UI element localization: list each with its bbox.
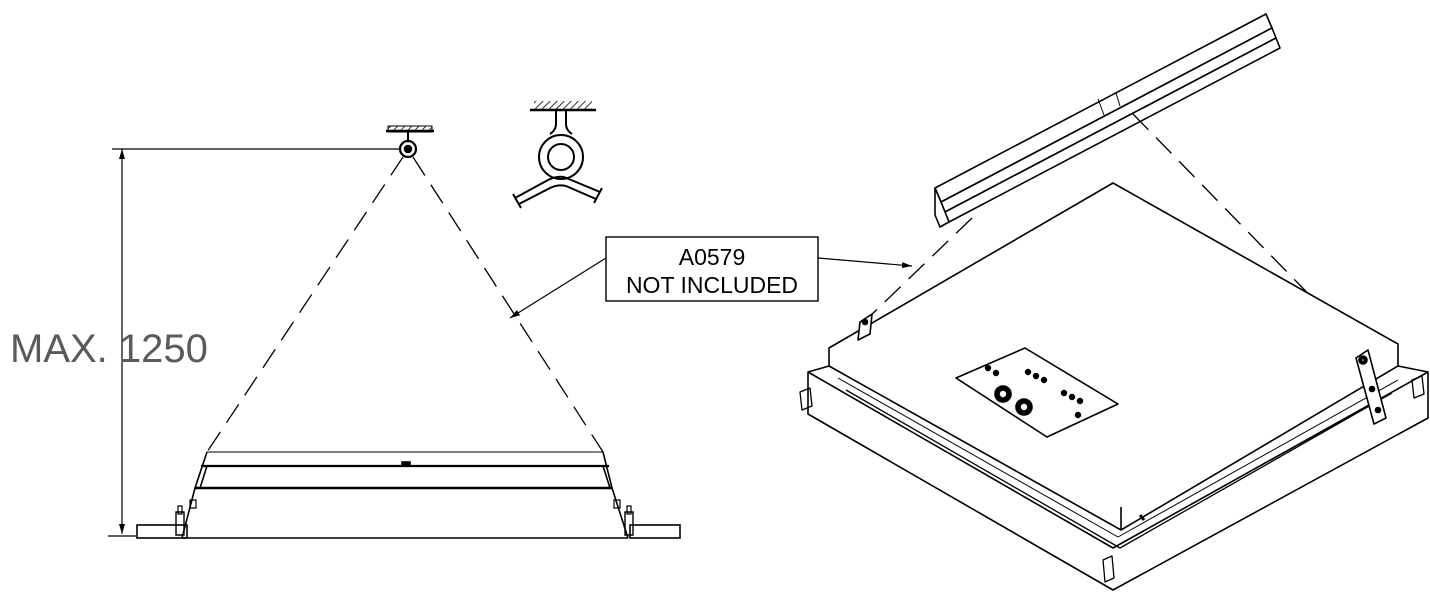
suspension-bracket-right [1355,349,1387,425]
driver-plate [955,347,1119,438]
isometric-view [799,13,1429,591]
suspension-bracket-left [857,313,873,341]
luminaire-side-profile [136,451,681,539]
callout-box [605,236,819,302]
suspension-wires [206,156,604,453]
callout-leaders [509,257,913,319]
height-dimension [108,148,400,537]
ceiling-anchor [386,125,434,159]
height-dimension-label: MAX. 1250 [10,327,208,371]
side-view: MAX. 1250 [10,125,681,539]
callout-line-1: A0579 [679,244,746,270]
steel-i-beam [934,13,1281,228]
callout-line-2: NOT INCLUDED [626,272,798,298]
eye-hook-detail [512,101,603,209]
callout: A0579 NOT INCLUDED [509,236,913,319]
